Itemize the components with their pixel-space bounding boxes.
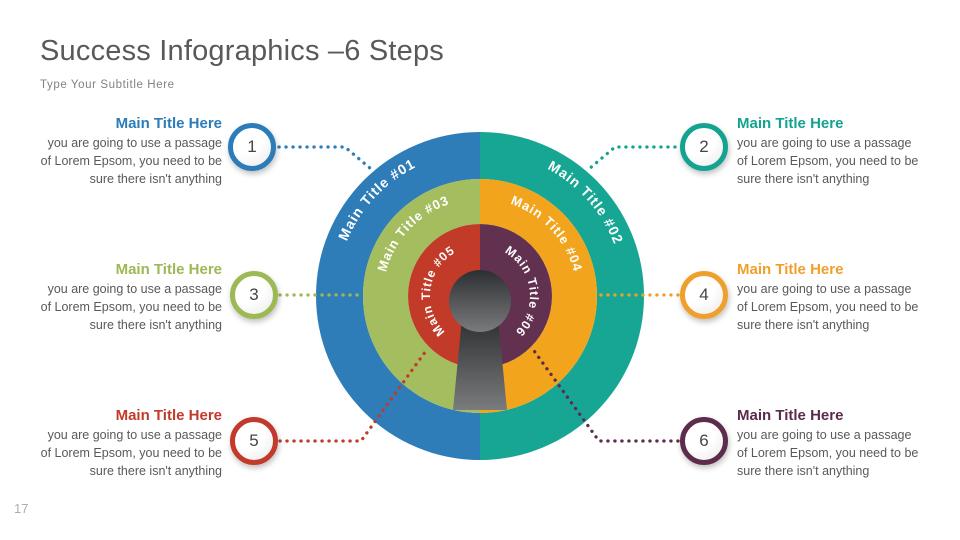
- callout-body-line: sure there isn't anything: [89, 464, 222, 478]
- callout-body-line: you are going to use a passage: [47, 282, 222, 296]
- callout-block-2[interactable]: Main Title Here you are going to use a p…: [737, 114, 921, 188]
- callout-title: Main Title Here: [737, 115, 844, 132]
- callout-title: Main Title Here: [115, 115, 222, 132]
- step-circle-5[interactable]: 5: [230, 417, 278, 465]
- callout-body-line: you are going to use a passage: [47, 136, 222, 150]
- callout-block-4[interactable]: Main Title Here you are going to use a p…: [737, 260, 921, 334]
- step-circle-2[interactable]: 2: [680, 123, 728, 171]
- step-circle-6[interactable]: 6: [680, 417, 728, 465]
- step-number: 2: [699, 137, 709, 156]
- callout-body-line: you are going to use a passage: [737, 136, 912, 150]
- callout-body-line: of Lorem Epsom, you need to be: [737, 154, 919, 168]
- keyhole-circle-icon: [449, 270, 511, 332]
- step-number: 4: [699, 285, 709, 304]
- callout-body-line: of Lorem Epsom, you need to be: [40, 154, 222, 168]
- callout-block-3[interactable]: Main Title Here you are going to use a p…: [38, 260, 222, 334]
- step-number: 5: [249, 431, 259, 450]
- callout-title: Main Title Here: [737, 407, 844, 424]
- step-circle-4[interactable]: 4: [680, 271, 728, 319]
- keyhole-stem: [453, 318, 507, 410]
- callout-body-line: of Lorem Epsom, you need to be: [737, 446, 919, 460]
- callout-title: Main Title Here: [737, 261, 844, 278]
- callout-body-line: you are going to use a passage: [47, 428, 222, 442]
- step-number: 6: [699, 431, 709, 450]
- page-title[interactable]: Success Infographics –6 Steps: [40, 35, 444, 67]
- callout-body-line: of Lorem Epsom, you need to be: [737, 300, 919, 314]
- callout-block-5[interactable]: Main Title Here you are going to use a p…: [38, 406, 222, 480]
- step-number: 1: [247, 137, 257, 156]
- callout-body-line: sure there isn't anything: [737, 464, 870, 478]
- callout-body-line: sure there isn't anything: [89, 172, 222, 186]
- callout-body-line: sure there isn't anything: [737, 318, 870, 332]
- callout-body-line: sure there isn't anything: [737, 172, 870, 186]
- step-circle-3[interactable]: 3: [230, 271, 278, 319]
- step-circle-1[interactable]: 1: [228, 123, 276, 171]
- callout-body-line: you are going to use a passage: [737, 428, 912, 442]
- callout-block-6[interactable]: Main Title Here you are going to use a p…: [737, 406, 921, 480]
- callout-body-line: you are going to use a passage: [737, 282, 912, 296]
- callout-block-1[interactable]: Main Title Here you are going to use a p…: [38, 114, 222, 188]
- callout-body-line: of Lorem Epsom, you need to be: [40, 300, 222, 314]
- page-subtitle[interactable]: Type Your Subtitle Here: [40, 79, 175, 91]
- steps-ring-diagram[interactable]: Main Title #01 Main Title #02 Main Title…: [310, 126, 650, 466]
- callout-title: Main Title Here: [115, 261, 222, 278]
- callout-title: Main Title Here: [115, 407, 222, 424]
- page-number: 17: [14, 501, 29, 516]
- callout-body-line: sure there isn't anything: [89, 318, 222, 332]
- callout-body-line: of Lorem Epsom, you need to be: [40, 446, 222, 460]
- step-number: 3: [249, 285, 259, 304]
